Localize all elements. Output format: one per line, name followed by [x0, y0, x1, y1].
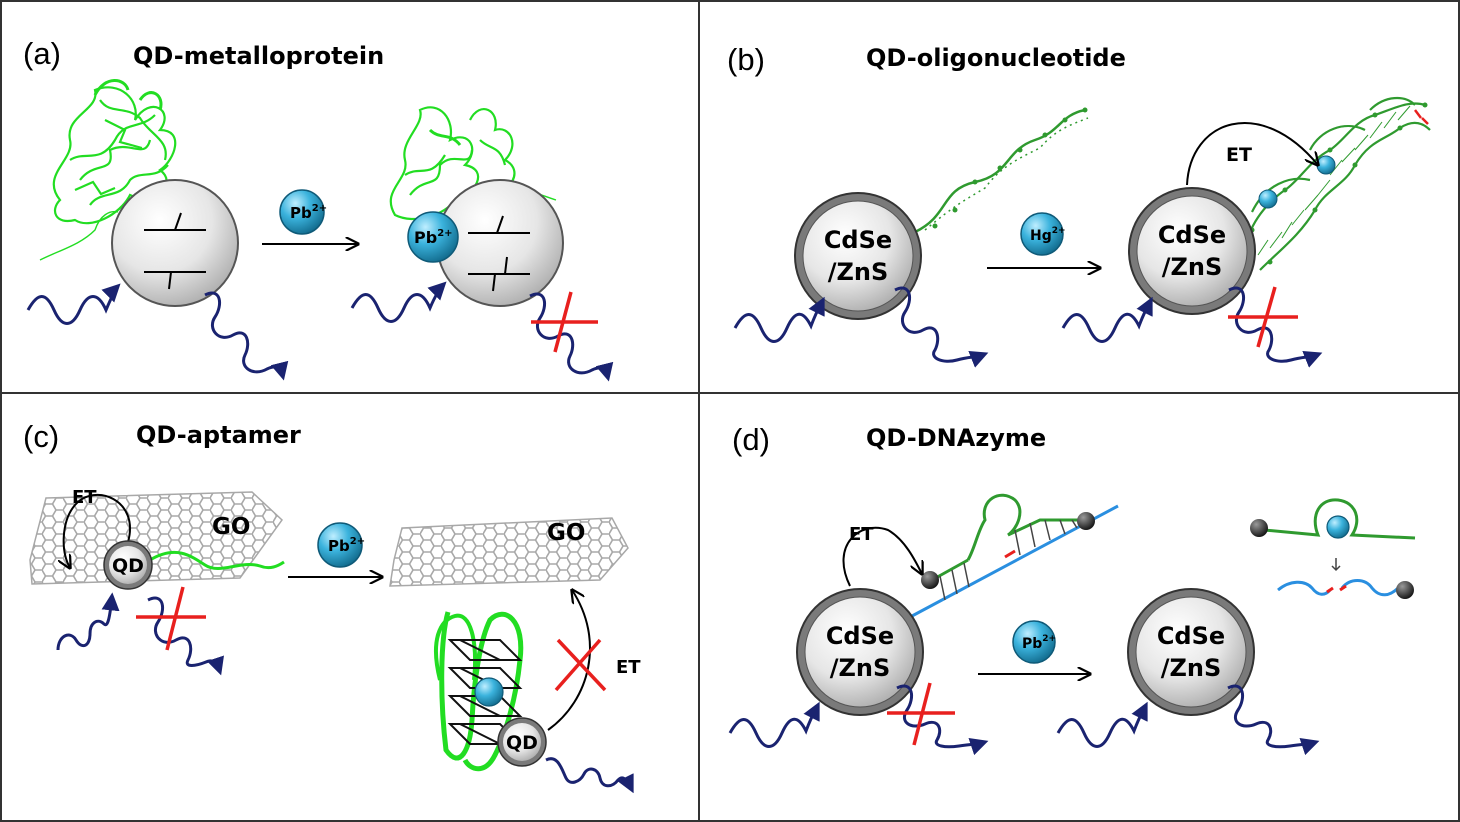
svg-text:/ZnS: /ZnS	[830, 654, 891, 682]
qd-small-c2: QD	[497, 717, 547, 767]
ion-a-bound: Pb2+	[407, 211, 459, 263]
graphene-oxide-sheet-c1	[29, 491, 283, 585]
et-label-c2: ET	[616, 657, 641, 678]
oligonucleotide-strand	[914, 107, 1089, 234]
metalloprotein-structure	[39, 79, 177, 261]
et-label-b: ET	[1226, 144, 1252, 166]
svg-text:Pb2+: Pb2+	[290, 203, 327, 222]
qd-sphere-a1	[111, 179, 239, 307]
panel-d-letter: (d)	[732, 422, 770, 457]
panel-d: ET CdSe /ZnS Pb2+ CdSe /ZnS	[728, 493, 1416, 756]
quench-cross-d	[887, 682, 955, 746]
panel-d-title: QD-DNAzyme	[866, 424, 1047, 452]
panel-a-letter: (a)	[23, 36, 61, 71]
quencher-ball-d2a	[1250, 519, 1268, 537]
go-label-c1: GO	[212, 514, 250, 540]
panel-c-letter: (c)	[23, 419, 60, 454]
double-helix-dna	[1245, 97, 1431, 271]
go-label-c2: GO	[547, 520, 585, 546]
ion-b-intercalated-2	[1316, 155, 1336, 175]
panel-c-title: QD-aptamer	[136, 421, 301, 449]
svg-text:QD: QD	[112, 555, 144, 577]
emission-photon-b1	[894, 286, 989, 368]
emission-photon-c2	[545, 757, 634, 794]
svg-text:/ZnS: /ZnS	[828, 258, 889, 286]
ion-b-arrow: Hg2+	[1020, 212, 1066, 256]
quencher-ball-d2b	[1396, 581, 1414, 599]
svg-text:/ZnS: /ZnS	[1161, 654, 1222, 682]
qd-core-shell-d1: CdSe /ZnS	[796, 588, 924, 716]
aptamer-strand-c1	[149, 550, 285, 571]
energy-transfer-arrow-d	[842, 526, 922, 587]
ion-d-arrow: Pb2+	[1012, 620, 1056, 664]
emission-photon-b2	[1228, 286, 1323, 368]
quench-cross-a	[531, 291, 598, 353]
qd-core-shell-d2: CdSe /ZnS	[1127, 588, 1255, 716]
qd-core-shell-b1: CdSe /ZnS	[794, 192, 922, 320]
emission-photon-a2	[529, 292, 614, 382]
ion-d-bound	[1326, 515, 1350, 539]
et-label-d: ET	[849, 524, 874, 545]
excitation-photon-d2	[1056, 701, 1148, 748]
quencher-ball-d1b	[1077, 512, 1095, 530]
energy-transfer-arrow-b	[1186, 122, 1318, 186]
svg-text:Pb2+: Pb2+	[1022, 634, 1056, 652]
excitation-photon-d1	[728, 701, 820, 748]
ion-b-intercalated-1	[1258, 189, 1278, 209]
panel-b: CdSe /ZnS Hg2+	[733, 97, 1431, 368]
emission-photon-a1	[204, 291, 289, 381]
excitation-photon-b2	[1061, 296, 1153, 343]
panel-b-title: QD-oligonucleotide	[866, 44, 1126, 72]
panel-a-title: QD-metalloprotein	[133, 42, 385, 70]
quench-cross-b	[1228, 286, 1298, 348]
svg-text:CdSe: CdSe	[824, 226, 892, 254]
svg-text:QD: QD	[506, 732, 538, 754]
excitation-photon-a1	[26, 283, 121, 325]
quench-cross-c	[136, 586, 206, 651]
excitation-photon-b1	[733, 296, 825, 343]
svg-text:Hg2+: Hg2+	[1030, 226, 1066, 244]
ion-c-arrow: Pb2+	[317, 522, 365, 568]
quencher-ball-d1a	[921, 571, 939, 589]
panel-b-letter: (b)	[727, 42, 765, 77]
emission-photon-d2	[1227, 684, 1320, 756]
panel-a: Pb2+ Pb2+	[26, 79, 614, 382]
svg-text:Pb2+: Pb2+	[414, 228, 453, 247]
excitation-photon-c1	[56, 592, 120, 651]
energy-transfer-arrow-c2	[547, 590, 591, 731]
emission-photon-d1	[896, 684, 989, 756]
qd-small-c1: QD	[103, 540, 153, 590]
ion-c-bound	[474, 677, 504, 707]
cleaved-dnazyme-d2	[1263, 498, 1416, 597]
blocked-et-cross-c	[554, 638, 607, 692]
svg-text:CdSe: CdSe	[1158, 221, 1226, 249]
graphene-oxide-sheet-c2	[389, 517, 629, 587]
svg-text:CdSe: CdSe	[826, 622, 894, 650]
ion-a-arrow: Pb2+	[279, 189, 327, 235]
svg-text:Pb2+: Pb2+	[328, 536, 365, 555]
et-label-c1: ET	[72, 487, 97, 508]
svg-text:CdSe: CdSe	[1157, 622, 1225, 650]
panel-c: GO ET QD Pb2+ GO	[29, 487, 641, 794]
qd-core-shell-b2: CdSe /ZnS	[1128, 187, 1256, 315]
emission-photon-c1	[147, 596, 224, 676]
svg-text:/ZnS: /ZnS	[1162, 253, 1223, 281]
excitation-photon-a2	[350, 281, 447, 323]
energy-transfer-arrow-c1	[64, 494, 131, 568]
